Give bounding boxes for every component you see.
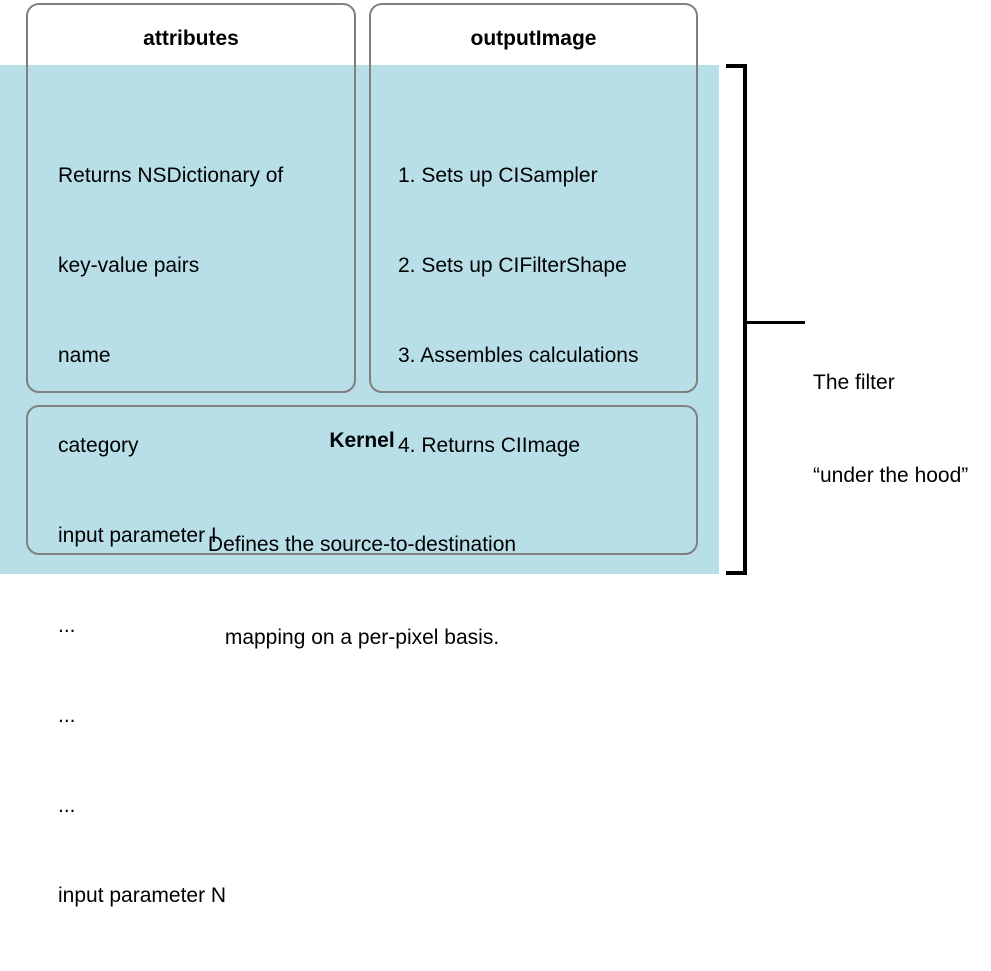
output-image-step: 4. Returns CIImage	[398, 434, 581, 457]
kernel-box-body: Defines the source-to-destination mappin…	[28, 467, 696, 715]
bracket-label-connector	[747, 321, 805, 324]
output-image-step: 1. Sets up CISampler	[398, 164, 598, 187]
kernel-box-title: Kernel	[329, 429, 395, 452]
attributes-line: key-value pairs	[58, 254, 200, 277]
annotation-line-2: “under the hood”	[813, 464, 969, 487]
output-image-box: outputImage 1. Sets up CISampler 2. Sets…	[369, 3, 698, 457]
attributes-line: name	[58, 344, 111, 367]
diagram-canvas: attributes Returns NSDictionary of key-v…	[0, 3, 968, 907]
attributes-line: input parameter N	[58, 884, 227, 907]
attributes-box: attributes Returns NSDictionary of key-v…	[26, 3, 356, 907]
kernel-box: Kernel Defines the source-to-destination…	[26, 405, 698, 649]
bracket-spine	[743, 64, 747, 575]
attributes-line: category	[58, 434, 139, 457]
bracket-bottom-arm	[726, 571, 747, 575]
attributes-line: Returns NSDictionary of	[58, 164, 284, 187]
output-image-step: 3. Assembles calculations	[398, 344, 639, 367]
output-image-box-title: outputImage	[470, 27, 597, 50]
output-image-box-body: 1. Sets up CISampler 2. Sets up CIFilter…	[398, 101, 638, 521]
attributes-line: ...	[58, 794, 76, 817]
kernel-line: mapping on a per-pixel basis.	[224, 626, 500, 649]
bracket-top-arm	[726, 64, 747, 68]
grouping-bracket	[726, 64, 747, 575]
annotation-line-1: The filter	[813, 371, 895, 394]
filter-internals-panel	[0, 65, 719, 574]
output-image-step: 2. Sets up CIFilterShape	[398, 254, 627, 277]
attributes-line: input parameter I	[58, 524, 217, 547]
attributes-box-title: attributes	[143, 27, 239, 50]
bracket-annotation-label: The filter “under the hood”	[813, 305, 968, 553]
kernel-line: Defines the source-to-destination	[207, 533, 517, 556]
